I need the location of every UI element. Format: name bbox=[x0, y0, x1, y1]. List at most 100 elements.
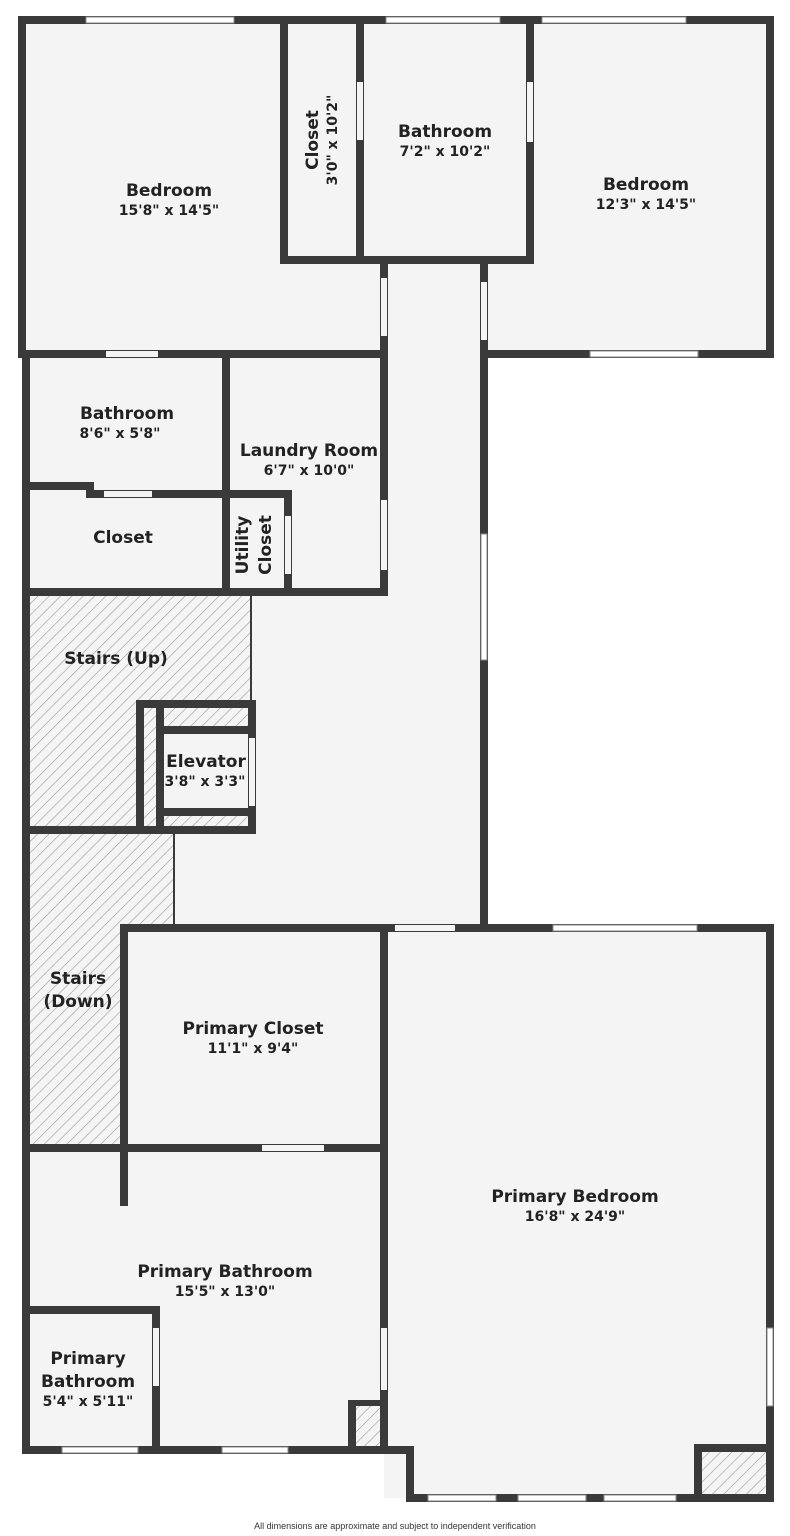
disclaimer-text: All dimensions are approximate and subje… bbox=[254, 1521, 536, 1531]
wall bbox=[156, 808, 256, 816]
window bbox=[85, 16, 235, 24]
door-opening bbox=[262, 1145, 324, 1151]
door-opening bbox=[153, 1328, 159, 1386]
window bbox=[603, 1494, 677, 1502]
wall bbox=[156, 726, 256, 734]
wall bbox=[22, 826, 256, 834]
wall bbox=[18, 16, 26, 356]
laundry-name: Laundry Room bbox=[240, 441, 378, 461]
laundry-dims: 6'7" x 10'0" bbox=[264, 463, 355, 479]
wall bbox=[156, 700, 164, 834]
utility-closet-line2: Closet bbox=[256, 515, 276, 575]
windows bbox=[61, 16, 774, 1502]
wall bbox=[766, 924, 774, 1502]
closet-top-dims: 3'0" x 10'2" bbox=[325, 95, 341, 186]
wall bbox=[22, 1306, 160, 1314]
shaft-corner bbox=[700, 1450, 766, 1494]
closet-top-floor bbox=[284, 20, 360, 260]
primary-closet-floor bbox=[124, 928, 384, 1150]
primary-bathroom-small-line1: Primary bbox=[50, 1349, 125, 1369]
stairs-down-line1: Stairs bbox=[50, 969, 106, 989]
closet-mid-name: Closet bbox=[93, 528, 153, 548]
bedroom-nw-dims: 15'8" x 14'5" bbox=[119, 203, 219, 219]
wall bbox=[694, 1444, 774, 1452]
primary-bedroom-dims: 16'8" x 24'9" bbox=[525, 1209, 625, 1225]
door-opening bbox=[381, 278, 387, 336]
wall bbox=[348, 1400, 356, 1454]
closet-top-name: Closet bbox=[303, 110, 323, 170]
door-opening bbox=[249, 738, 255, 806]
wall bbox=[406, 1494, 774, 1502]
door-openings bbox=[104, 82, 533, 1390]
window bbox=[480, 533, 488, 661]
elevator-dims: 3'8" x 3'3" bbox=[165, 774, 246, 790]
utility-closet-floor bbox=[226, 492, 290, 590]
primary-bathroom-small-line2: Bathroom bbox=[41, 1372, 135, 1392]
door-opening bbox=[381, 1328, 387, 1390]
wall bbox=[280, 16, 288, 264]
window bbox=[552, 924, 698, 932]
window bbox=[427, 1494, 497, 1502]
hallway-floor bbox=[384, 260, 484, 928]
primary-bathroom-dims: 15'5" x 13'0" bbox=[175, 1284, 275, 1300]
wall bbox=[18, 350, 388, 358]
door-opening bbox=[527, 82, 533, 142]
bathroom-top-name: Bathroom bbox=[398, 122, 492, 142]
elevator-floor bbox=[160, 730, 250, 810]
window bbox=[221, 1446, 289, 1454]
wall bbox=[86, 490, 292, 498]
door-opening bbox=[395, 925, 455, 931]
wall bbox=[22, 1144, 388, 1152]
wall bbox=[380, 924, 388, 1454]
primary-bathroom-small-floor bbox=[24, 1310, 156, 1450]
window bbox=[541, 16, 687, 24]
wall bbox=[22, 482, 94, 490]
primary-bathroom-name: Primary Bathroom bbox=[137, 1262, 312, 1282]
elevator-name: Elevator bbox=[166, 752, 246, 772]
wall bbox=[22, 588, 388, 596]
room-labels: Bedroom 15'8" x 14'5" Closet 3'0" x 10'2… bbox=[41, 95, 696, 1410]
bathroom-mid-dims: 8'6" x 5'8" bbox=[80, 426, 161, 442]
window bbox=[589, 350, 699, 358]
window bbox=[517, 1494, 587, 1502]
wall bbox=[136, 700, 256, 708]
wall bbox=[694, 1444, 702, 1502]
closet-mid-floor bbox=[24, 490, 224, 592]
door-opening bbox=[481, 282, 487, 340]
window bbox=[385, 16, 501, 24]
stairs-up-name: Stairs (Up) bbox=[64, 649, 168, 669]
bedroom-nw-name: Bedroom bbox=[126, 181, 212, 201]
wall bbox=[120, 924, 128, 1206]
wall bbox=[280, 256, 534, 264]
wall bbox=[380, 256, 388, 596]
door-opening bbox=[285, 516, 291, 574]
bedroom-ne-name: Bedroom bbox=[603, 175, 689, 195]
wall bbox=[136, 700, 144, 834]
window bbox=[766, 1327, 774, 1407]
bathroom-top-dims: 7'2" x 10'2" bbox=[400, 144, 491, 160]
window bbox=[61, 1446, 139, 1454]
wall bbox=[22, 354, 30, 1454]
wall bbox=[406, 1446, 414, 1502]
primary-closet-dims: 11'1" x 9'4" bbox=[208, 1041, 299, 1057]
bedroom-ne-dims: 12'3" x 14'5" bbox=[596, 197, 696, 213]
floor-areas bbox=[24, 20, 770, 1498]
elevator-hatch-bottom bbox=[160, 812, 250, 830]
shaft-small bbox=[354, 1404, 380, 1448]
door-opening bbox=[357, 82, 363, 140]
door-opening bbox=[104, 491, 152, 497]
primary-bedroom-name: Primary Bedroom bbox=[491, 1187, 658, 1207]
primary-bathroom-small-dims: 5'4" x 5'11" bbox=[43, 1394, 134, 1410]
wall bbox=[222, 354, 230, 594]
bathroom-mid-floor bbox=[24, 354, 224, 490]
door-opening bbox=[381, 500, 387, 570]
utility-closet-line1: Utility bbox=[233, 516, 253, 575]
bathroom-mid-name: Bathroom bbox=[80, 404, 174, 424]
primary-closet-name: Primary Closet bbox=[183, 1019, 324, 1039]
wall bbox=[250, 594, 252, 702]
wall bbox=[766, 16, 774, 358]
stairs-down-line2: (Down) bbox=[43, 992, 112, 1012]
wall bbox=[173, 832, 175, 928]
door-opening bbox=[106, 351, 158, 357]
